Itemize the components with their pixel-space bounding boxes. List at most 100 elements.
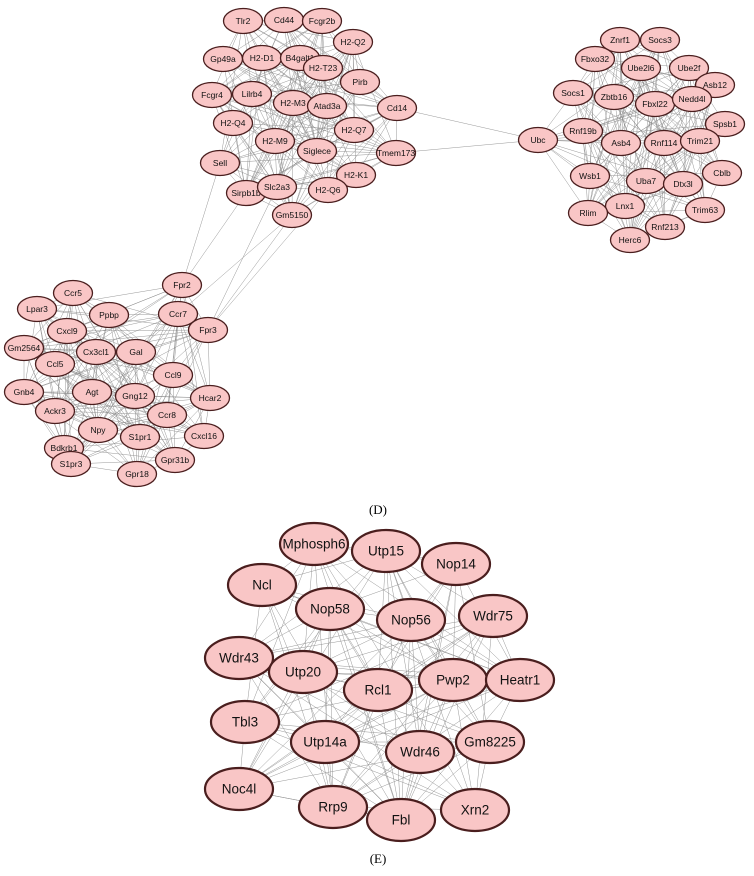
node-h2-d1[interactable]: H2-D1 [241,44,283,72]
node-rnf19b[interactable]: Rnf19b [562,117,604,145]
node-gm5150[interactable]: Gm5150 [271,201,313,229]
node-zbtb16[interactable]: Zbtb16 [593,83,635,111]
node-tmem173[interactable]: Tmem173 [375,139,417,167]
node-rnf213[interactable]: Rnf213 [644,213,686,241]
node-gm2564[interactable]: Gm2564 [3,334,45,362]
node-shape [484,657,556,703]
node-s1pr1[interactable]: S1pr1 [119,423,161,451]
node-cxcl9[interactable]: Cxcl9 [46,317,88,345]
edge-wdr75-xrn2 [474,615,494,811]
node-slc2a3[interactable]: Slc2a3 [256,173,298,201]
node-lpar3[interactable]: Lpar3 [16,295,58,323]
node-heatr1[interactable]: Heatr1 [484,657,556,703]
node-atad3a[interactable]: Atad3a [306,92,348,120]
edge-ackr3-cxcl16 [54,410,205,437]
node-socs3[interactable]: Socs3 [639,26,681,54]
node-h2-q7[interactable]: H2-Q7 [333,116,375,144]
node-npy[interactable]: Npy [77,416,119,444]
node-tlr2[interactable]: Tlr2 [222,7,264,35]
node-gnb4[interactable]: Gnb4 [3,378,45,406]
node-cx3cl1[interactable]: Cx3cl1 [75,338,117,366]
node-fbxl22[interactable]: Fbxl22 [634,90,676,118]
node-herc6[interactable]: Herc6 [609,226,651,254]
node-rrp9[interactable]: Rrp9 [297,784,369,830]
node-hcar2[interactable]: Hcar2 [189,384,231,412]
node-dtx3l[interactable]: Dtx3l [662,170,704,198]
node-lilrb4[interactable]: Lilrb4 [231,80,273,108]
node-s1pr3[interactable]: S1pr3 [50,450,92,478]
node-ccl5[interactable]: Ccl5 [34,350,76,378]
node-trim21[interactable]: Trim21 [679,127,721,155]
node-nop58[interactable]: Nop58 [294,586,366,632]
node-sirpb1b[interactable]: Sirpb1b [225,179,267,207]
node-h2-q4[interactable]: H2-Q4 [212,109,254,137]
node-gpr18[interactable]: Gpr18 [116,460,158,488]
node-gm8225[interactable]: Gm8225 [454,719,526,765]
node-h2-m3[interactable]: H2-M3 [272,89,314,117]
node-label: Ackr3 [44,406,66,416]
node-nop14[interactable]: Nop14 [420,541,492,587]
node-sell[interactable]: Sell [199,149,241,177]
node-rlim[interactable]: Rlim [567,199,609,227]
node-mphosph6[interactable]: Mphosph6 [278,521,350,567]
node-xrn2[interactable]: Xrn2 [439,787,511,833]
node-fbxo32[interactable]: Fbxo32 [574,45,616,73]
node-ncl[interactable]: Ncl [226,562,298,608]
node-gpr31b[interactable]: Gpr31b [154,446,196,474]
node-ccr5[interactable]: Ccr5 [52,279,94,307]
node-label: Utp20 [285,665,321,680]
node-ube2l6[interactable]: Ube2l6 [620,54,662,82]
node-ube2f[interactable]: Ube2f [668,54,710,82]
node-agt[interactable]: Agt [71,378,113,406]
node-wdr75[interactable]: Wdr75 [457,593,529,639]
node-cxcl16[interactable]: Cxcl16 [183,422,225,450]
node-siglece[interactable]: Siglece [296,137,338,165]
node-nedd4l[interactable]: Nedd4l [671,85,713,113]
node-noc4l[interactable]: Noc4l [203,766,275,812]
node-rnf114[interactable]: Rnf114 [643,129,685,157]
node-cblb[interactable]: Cblb [701,159,743,187]
node-ackr3[interactable]: Ackr3 [34,397,76,425]
node-fpr3[interactable]: Fpr3 [187,316,229,344]
node-h2-t23[interactable]: H2-T23 [302,54,344,82]
node-h2-k1[interactable]: H2-K1 [335,161,377,189]
node-pwp2[interactable]: Pwp2 [417,657,489,703]
node-ppbp[interactable]: Ppbp [88,301,130,329]
node-fpr2[interactable]: Fpr2 [161,271,203,299]
node-ccr8[interactable]: Ccr8 [146,401,188,429]
node-lnx1[interactable]: Lnx1 [604,192,646,220]
node-utp20[interactable]: Utp20 [267,649,339,695]
node-trim63[interactable]: Trim63 [684,196,726,224]
edge-nop56-noc4l [238,619,412,790]
node-fbl[interactable]: Fbl [365,797,437,843]
node-spsb1[interactable]: Spsb1 [704,110,746,138]
node-ccl9[interactable]: Ccl9 [152,361,194,389]
node-wdr46[interactable]: Wdr46 [384,729,456,775]
node-uba7[interactable]: Uba7 [625,167,667,195]
node-shape [671,85,713,113]
node-h2-m9[interactable]: H2-M9 [254,127,296,155]
node-nop56[interactable]: Nop56 [375,597,447,643]
node-utp15[interactable]: Utp15 [350,528,422,574]
node-ccr7[interactable]: Ccr7 [157,300,199,328]
edge-h2-q2-h2-m9 [274,41,354,142]
node-fcgr4[interactable]: Fcgr4 [191,81,233,109]
node-tbl3[interactable]: Tbl3 [209,699,281,745]
node-cd14[interactable]: Cd14 [376,94,418,122]
node-pirb[interactable]: Pirb [339,68,381,96]
node-asb4[interactable]: Asb4 [600,129,642,157]
node-h2-q2[interactable]: H2-Q2 [332,28,374,56]
node-fcgr2b[interactable]: Fcgr2b [301,7,343,35]
node-wdr43[interactable]: Wdr43 [203,635,275,681]
node-socs1[interactable]: Socs1 [552,79,594,107]
node-gp49a[interactable]: Gp49a [202,45,244,73]
node-znrf1[interactable]: Znrf1 [599,26,641,54]
node-ubc[interactable]: Ubc [517,126,559,154]
node-rcl1[interactable]: Rcl1 [342,667,414,713]
node-gal[interactable]: Gal [115,338,157,366]
node-utp14a[interactable]: Utp14a [289,719,361,765]
node-gng12[interactable]: Gng12 [114,382,156,410]
node-wsb1[interactable]: Wsb1 [569,162,611,190]
node-cd44[interactable]: Cd44 [263,6,305,34]
node-h2-q6[interactable]: H2-Q6 [307,176,349,204]
